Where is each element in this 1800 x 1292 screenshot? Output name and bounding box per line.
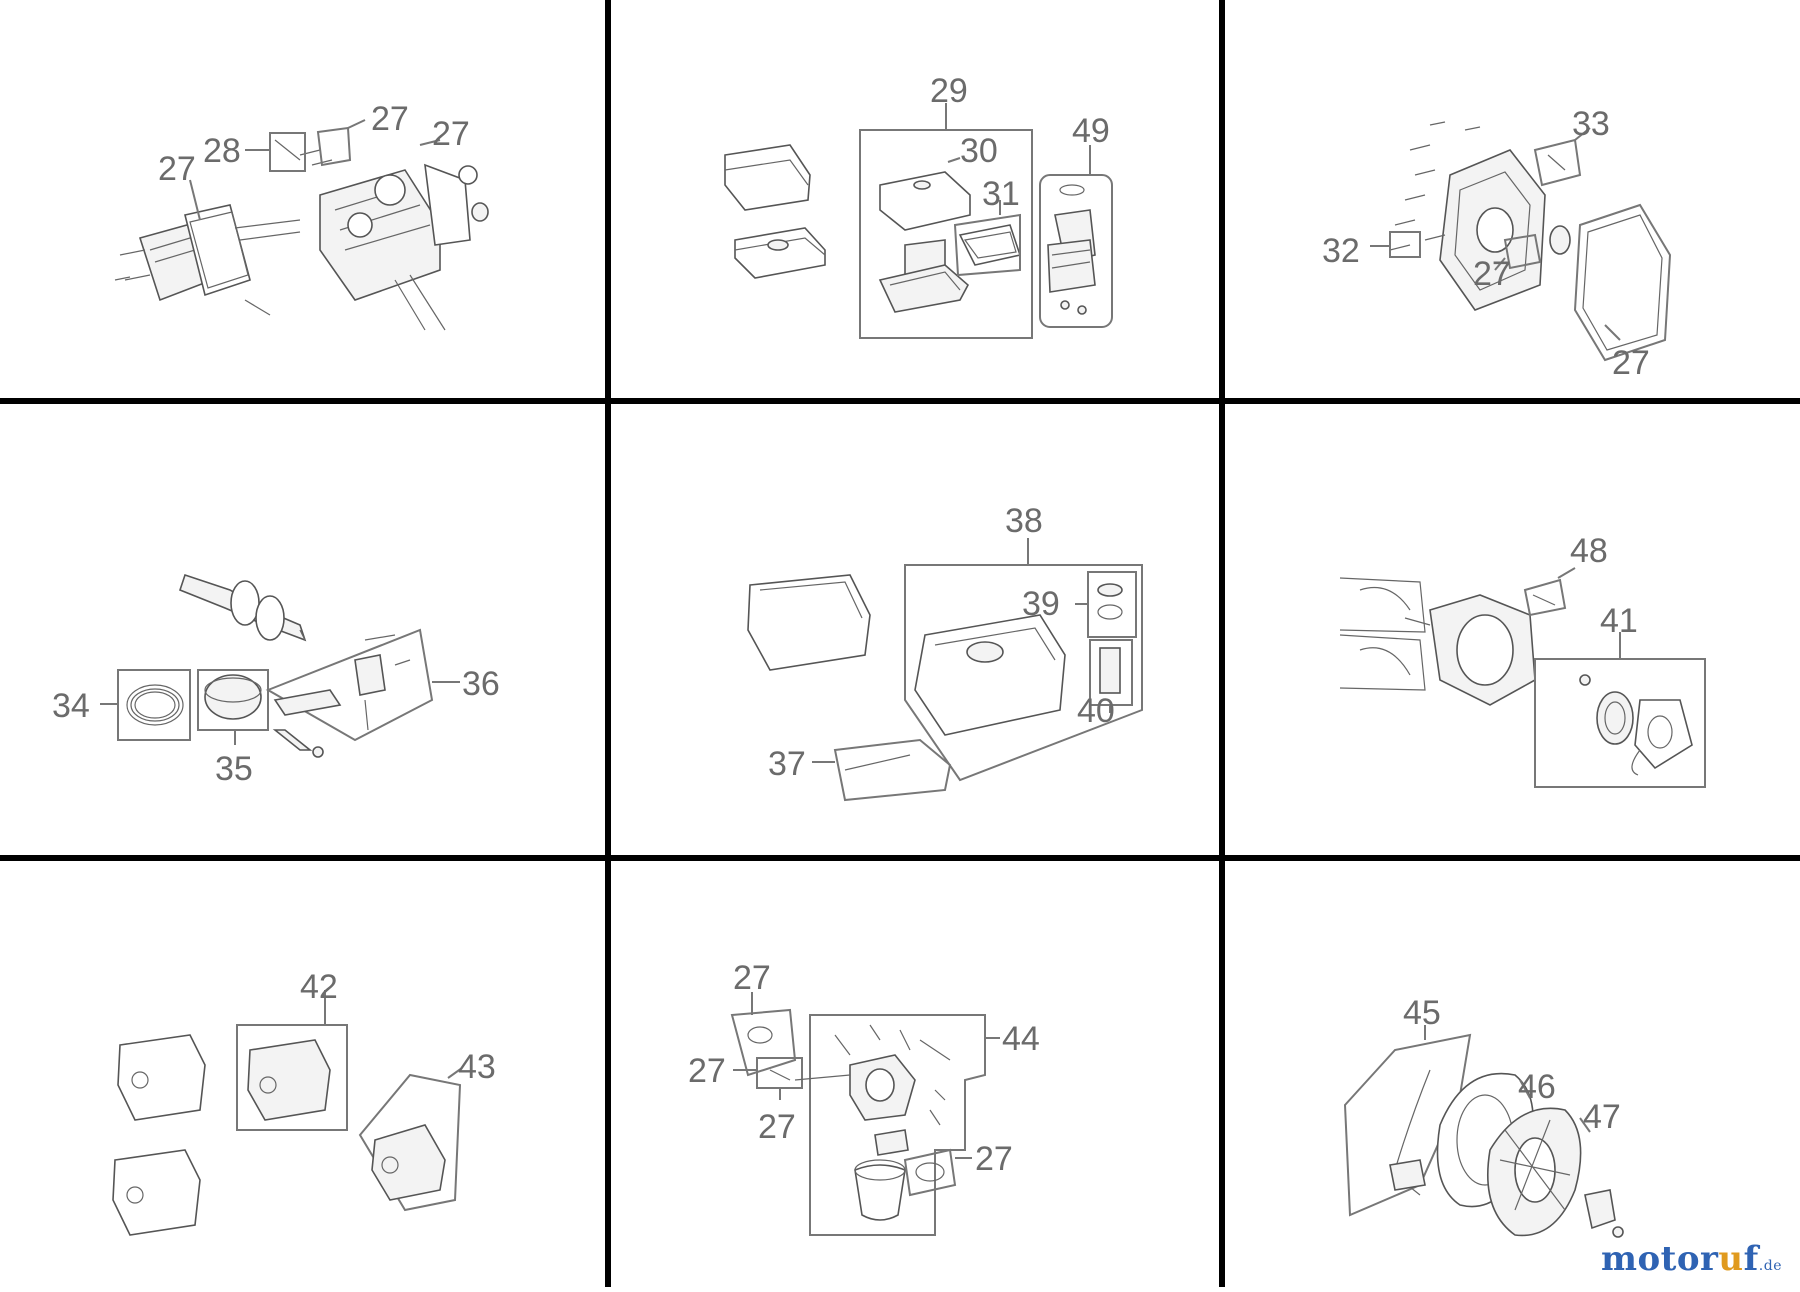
label-27: 27 xyxy=(371,100,409,138)
box-35 xyxy=(197,669,269,731)
label-43: 43 xyxy=(458,1048,496,1086)
label-27: 27 xyxy=(758,1108,796,1146)
box-44 xyxy=(809,1014,986,1236)
label-35: 35 xyxy=(215,750,253,788)
label-27: 27 xyxy=(688,1052,726,1090)
label-49: 49 xyxy=(1072,112,1110,150)
box-42 xyxy=(236,1024,348,1131)
label-27: 27 xyxy=(1612,344,1650,382)
label-32: 32 xyxy=(1322,232,1360,270)
label-27: 27 xyxy=(975,1140,1013,1178)
label-38: 38 xyxy=(1005,502,1043,540)
label-27: 27 xyxy=(158,150,196,188)
fuel-tank-drawing xyxy=(747,574,1066,736)
label-29: 29 xyxy=(930,72,968,110)
panel-fuel-tank: 38 39 40 37 xyxy=(747,502,1143,802)
valve-cover-drawing xyxy=(138,204,251,302)
box-48 xyxy=(1523,578,1567,617)
label-28: 28 xyxy=(203,132,241,170)
panel-flywheel-ignition: 45 46 47 xyxy=(1343,994,1624,1238)
box-32 xyxy=(1389,231,1421,258)
starter-assembly-drawing xyxy=(1579,674,1693,776)
panel-recoil-starter: 48 41 xyxy=(1339,532,1706,788)
box-49 xyxy=(1039,174,1113,328)
box-27-e xyxy=(903,1148,957,1197)
label-48: 48 xyxy=(1570,532,1608,570)
label-37: 37 xyxy=(768,745,806,783)
oil-bath-drawing xyxy=(1047,184,1096,315)
panel-muffler: 42 43 xyxy=(112,968,496,1236)
box-31 xyxy=(953,213,1021,277)
carburetor-drawing xyxy=(794,1024,951,1221)
muffler-drawing xyxy=(112,1034,206,1236)
box-37 xyxy=(833,738,952,802)
box-38 xyxy=(904,564,1143,782)
box-27-a xyxy=(316,126,352,167)
label-39: 39 xyxy=(1022,585,1060,623)
box-36 xyxy=(265,628,434,742)
label-27: 27 xyxy=(1473,255,1511,293)
watermark-suffix: .de xyxy=(1758,1258,1782,1274)
label-46: 46 xyxy=(1518,1068,1556,1106)
box-28 xyxy=(269,132,306,172)
crankcase-cover-drawing xyxy=(1389,121,1546,311)
watermark-part-2: u xyxy=(1718,1239,1744,1279)
crankshaft-drawing xyxy=(179,573,307,642)
panel-crankcase-cover: 33 32 27 27 xyxy=(1322,105,1672,382)
air-filter-assembly-drawing xyxy=(878,171,1022,313)
label-27: 27 xyxy=(432,115,470,153)
label-47: 47 xyxy=(1583,1098,1621,1136)
box-27-d xyxy=(756,1057,803,1089)
air-filter-covers-drawing xyxy=(724,144,826,279)
label-31: 31 xyxy=(982,175,1020,213)
motoruf-watermark-logo: motoruf.de xyxy=(1601,1239,1782,1279)
label-41: 41 xyxy=(1600,602,1638,640)
cylinder-head-drawing xyxy=(114,149,489,331)
label-30: 30 xyxy=(960,132,998,170)
label-36: 36 xyxy=(462,665,500,703)
label-27: 27 xyxy=(733,959,771,997)
fan-housing-drawing xyxy=(1339,577,1536,706)
watermark-part-1: motor xyxy=(1600,1239,1719,1279)
panel-cylinder-head: 27 28 27 27 xyxy=(114,100,489,331)
box-27-b xyxy=(1503,233,1542,270)
label-44: 44 xyxy=(1002,1020,1040,1058)
watermark-part-3: f xyxy=(1743,1239,1759,1279)
box-33 xyxy=(1533,138,1582,187)
gasket-27 xyxy=(1573,203,1672,362)
label-40: 40 xyxy=(1077,692,1115,730)
label-42: 42 xyxy=(300,968,338,1006)
label-33: 33 xyxy=(1572,105,1610,143)
label-45: 45 xyxy=(1403,994,1441,1032)
panel-carburetor: 27 27 27 44 27 xyxy=(688,959,1040,1236)
flywheel-drawing xyxy=(1436,1072,1624,1238)
panel-crankshaft-piston: 34 35 36 xyxy=(52,573,500,788)
box-27-c xyxy=(730,1008,797,1077)
label-34: 34 xyxy=(52,687,90,725)
panel-air-filter: 29 30 31 49 xyxy=(724,72,1113,339)
